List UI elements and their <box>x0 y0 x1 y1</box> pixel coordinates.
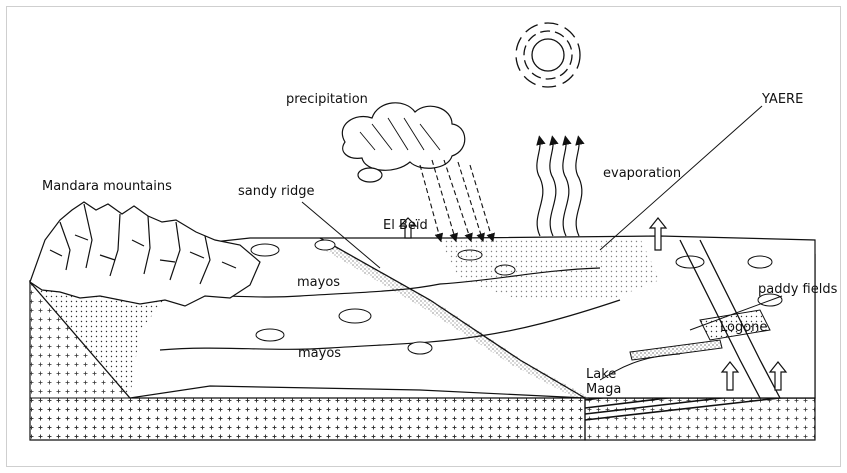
mandara-mountains <box>30 202 260 306</box>
label-mayos-lower: mayos <box>298 346 341 361</box>
label-evaporation: evaporation <box>603 166 681 181</box>
rain-arrows <box>420 160 492 238</box>
cloud-icon <box>342 103 464 182</box>
label-paddy-fields: paddy fields <box>758 282 837 297</box>
label-lake-maga-line2: Maga <box>586 382 621 397</box>
label-logone: Logone <box>720 320 767 335</box>
label-el-beid: El Beïd <box>383 218 428 233</box>
bedrock-front <box>30 398 585 440</box>
label-mayos-upper: mayos <box>297 275 340 290</box>
label-sandy-ridge: sandy ridge <box>238 184 315 199</box>
label-lake-maga-line1: Lake <box>586 367 616 382</box>
label-mandara-mountains: Mandara mountains <box>42 179 172 194</box>
label-yaere: YAERE <box>762 92 803 107</box>
evaporation-arrows <box>537 140 582 236</box>
sun-icon <box>516 23 580 87</box>
label-precipitation: precipitation <box>286 92 368 107</box>
